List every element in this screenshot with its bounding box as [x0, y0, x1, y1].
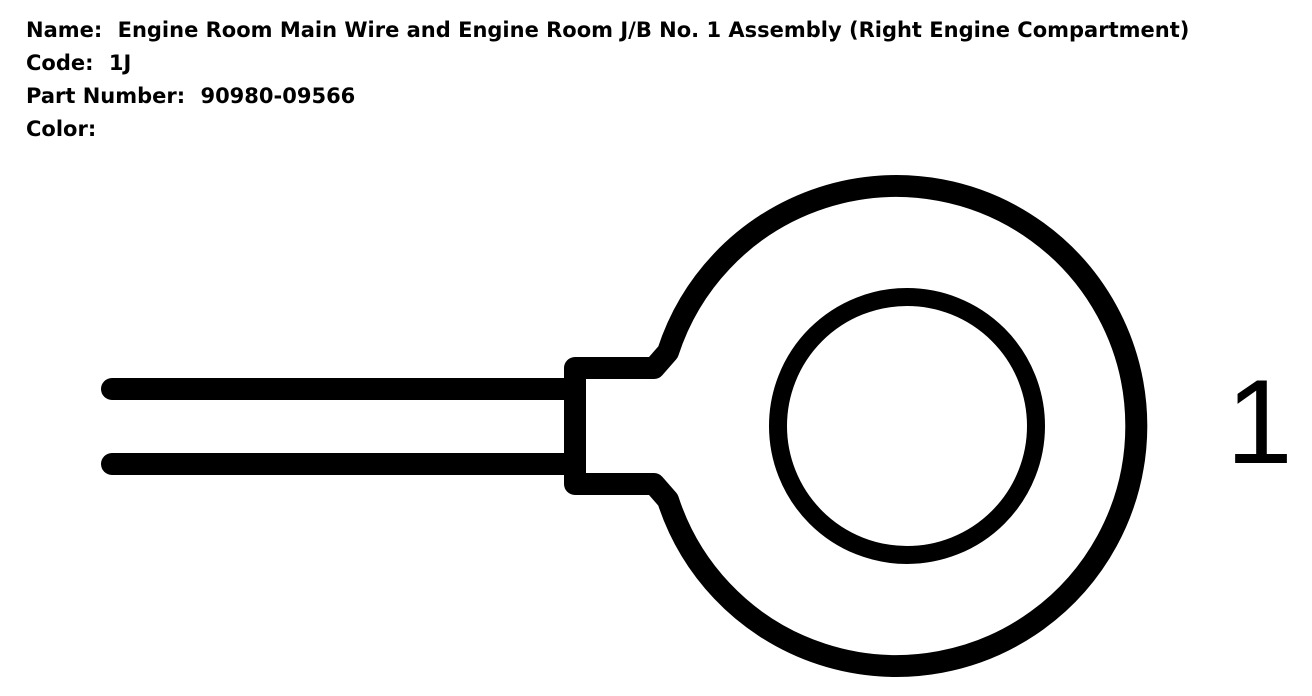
part-number-row: Part Number: 90980-09566 [26, 80, 1296, 113]
ring-terminal-hole [769, 288, 1045, 564]
name-label: Name: [26, 18, 103, 42]
ring-terminal-outline [564, 175, 1148, 677]
part-number-label: Part Number: [26, 84, 186, 108]
name-value: Engine Room Main Wire and Engine Room J/… [117, 18, 1190, 42]
code-value: 1J [108, 51, 132, 75]
code-row: Code: 1J [26, 47, 1296, 80]
code-label: Code: [26, 51, 94, 75]
color-label: Color: [26, 117, 97, 141]
pin-number-label: 1 [1226, 355, 1293, 489]
color-row: Color: [26, 113, 1296, 146]
name-row: Name: Engine Room Main Wire and Engine R… [26, 14, 1296, 47]
part-number-value: 90980-09566 [200, 84, 356, 108]
connector-info: Name: Engine Room Main Wire and Engine R… [26, 14, 1296, 146]
